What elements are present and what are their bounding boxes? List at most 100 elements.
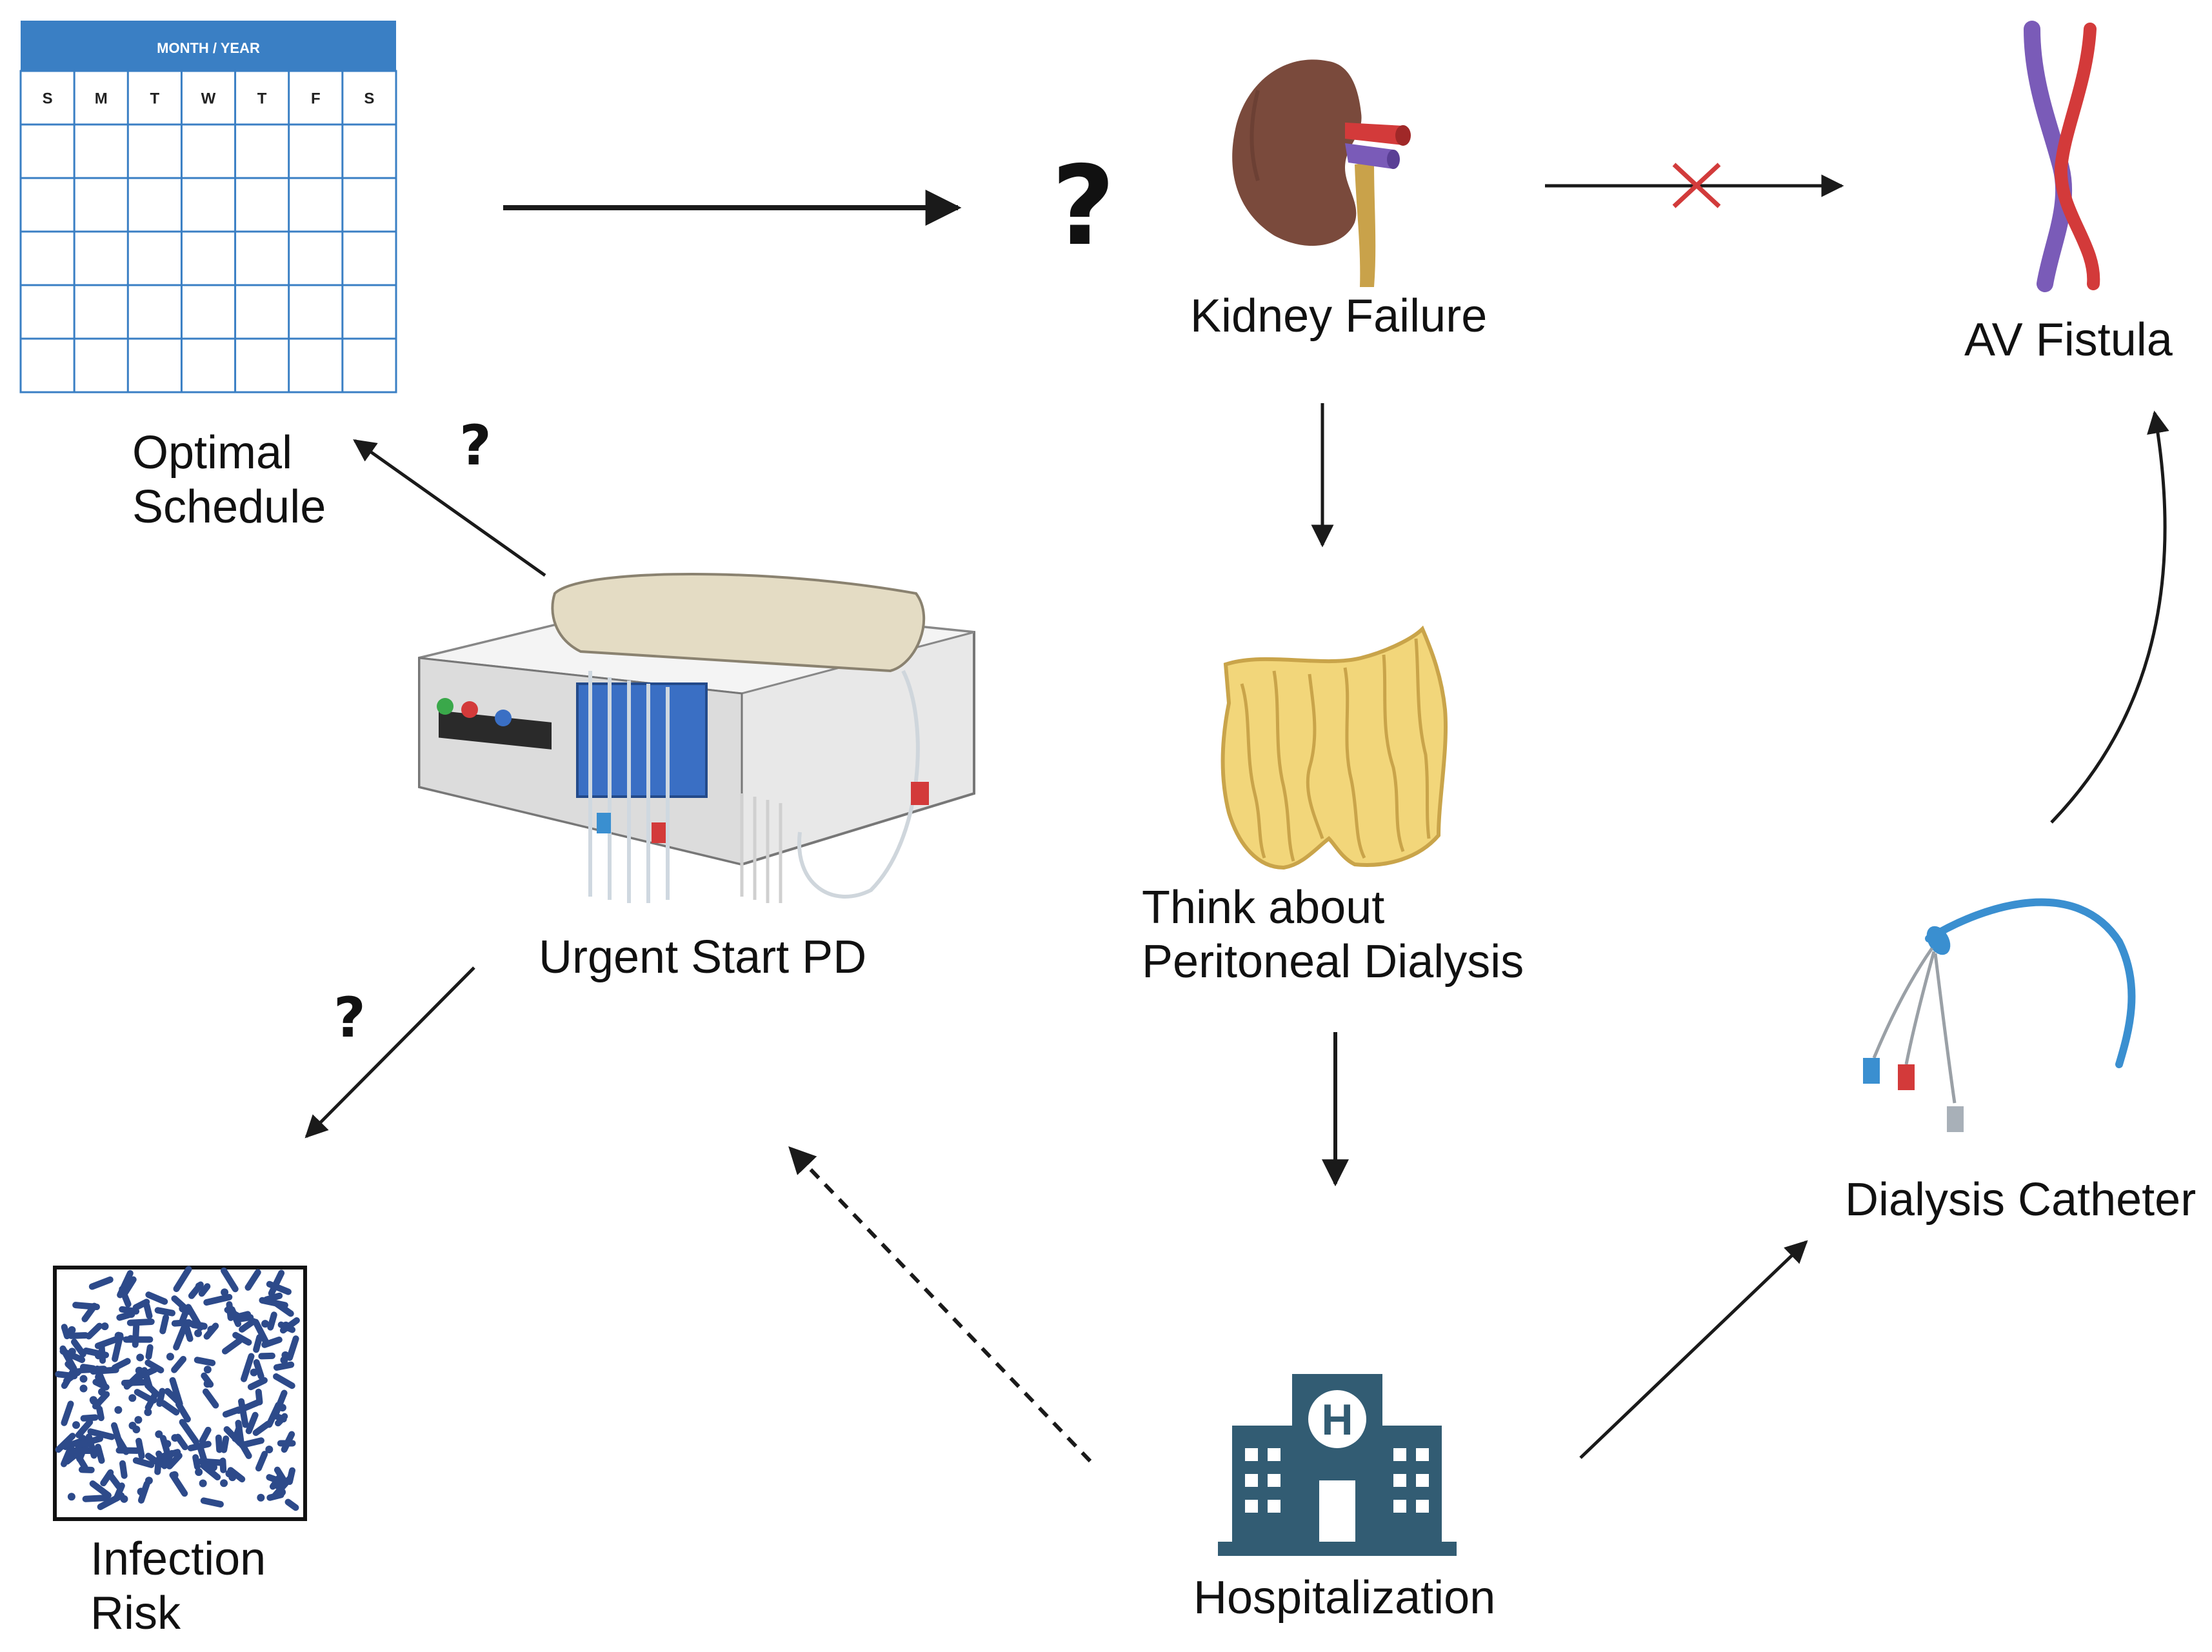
bacterium <box>132 1299 150 1311</box>
bacterium <box>79 1384 88 1393</box>
bacterium <box>171 1434 179 1442</box>
bacterium <box>221 1337 243 1355</box>
bacterium <box>160 1400 180 1416</box>
bacterium <box>160 1449 181 1460</box>
bacterium <box>253 1334 263 1353</box>
bacterium <box>201 1372 214 1388</box>
question-mark-main: ? <box>1051 143 1115 270</box>
bacterium <box>192 1454 201 1470</box>
bacterium <box>252 1420 272 1437</box>
bacterium <box>235 1314 254 1323</box>
bacterium <box>100 1469 114 1487</box>
bacterium <box>134 1416 143 1424</box>
calendar-day-label: T <box>150 90 160 108</box>
bacterium <box>281 1431 295 1453</box>
bacterium <box>143 1302 153 1319</box>
calendar-header-bar <box>21 21 396 71</box>
bacterium <box>245 1411 259 1435</box>
bacterium <box>61 1400 74 1426</box>
bacterium <box>183 1321 194 1342</box>
bacterium <box>159 1314 170 1335</box>
calendar-day-label: S <box>364 90 374 108</box>
bacterium <box>215 1434 223 1453</box>
calendar-day-label: W <box>201 90 216 108</box>
kidney-icon <box>1232 59 1411 287</box>
bacterium <box>232 1331 252 1346</box>
bacterium <box>221 1288 229 1297</box>
bacterium <box>94 1334 125 1349</box>
bacterium <box>188 1281 204 1299</box>
bacterium <box>123 1336 154 1343</box>
calendar-header-text: MONTH / YEAR <box>157 40 260 56</box>
bacterium <box>263 1292 283 1303</box>
bacterium <box>273 1300 294 1317</box>
bacterium <box>79 1375 88 1383</box>
bacterium <box>110 1422 125 1452</box>
label-hospitalization: Hospitalization <box>1193 1572 1496 1624</box>
bacterium <box>226 1301 234 1321</box>
bacterium <box>80 1414 99 1422</box>
bacterium <box>261 1320 270 1328</box>
bacterium <box>68 1332 89 1339</box>
bacterium <box>221 1435 230 1453</box>
bacterium <box>275 1413 288 1427</box>
bacterium <box>227 1467 246 1483</box>
bacterium <box>67 1493 75 1501</box>
arrow-urgent-pd-to-schedule <box>353 439 546 577</box>
bacterium <box>203 1322 219 1340</box>
bacterium <box>136 1353 144 1362</box>
label-av-fistula: AV Fistula <box>1964 314 2173 366</box>
bacterium <box>119 1286 132 1308</box>
bacterium <box>203 1366 212 1374</box>
bacterium <box>92 1391 110 1409</box>
bacterium <box>194 1329 203 1337</box>
bacterium <box>195 1468 203 1477</box>
bacterium <box>145 1344 154 1360</box>
bacterium <box>94 1444 105 1464</box>
bacterium <box>144 1453 160 1466</box>
bacterium <box>97 1492 125 1510</box>
bacterium <box>132 1322 140 1348</box>
label-think-about-pd: Think about Peritoneal Dialysis <box>1142 882 1524 988</box>
bacterium <box>85 1433 97 1459</box>
arrow-urgent-pd-to-infection <box>304 966 475 1139</box>
label-optimal-schedule: Optimal Schedule <box>132 427 326 533</box>
bacterium <box>74 1453 88 1471</box>
bacterium <box>101 1322 109 1331</box>
bacterium <box>144 1477 153 1485</box>
bacterium <box>272 1475 294 1499</box>
bacterium <box>239 1318 257 1333</box>
calendar-grid <box>21 71 396 392</box>
bacterium <box>203 1460 215 1475</box>
bacterium <box>68 1326 76 1334</box>
bacterium <box>203 1293 233 1306</box>
bacterium <box>198 1283 211 1297</box>
arrow-catheter-to-fistula <box>2050 410 2169 824</box>
pd-cycler-machine-icon <box>418 573 975 903</box>
bacterium <box>255 1451 268 1472</box>
calendar-day-label: F <box>311 90 321 108</box>
bacterium <box>111 1358 131 1371</box>
arrow-hospital-to-urgent-pd-dashed <box>788 1146 1092 1463</box>
bacterium <box>75 1418 94 1438</box>
bacteria-infection-icon <box>53 1266 307 1521</box>
dialysis-catheter-icon <box>1863 898 2136 1132</box>
bacterium <box>63 1368 83 1384</box>
bacterium <box>90 1397 98 1405</box>
bacterium <box>81 1302 98 1322</box>
label-infection-risk: Infection Risk <box>90 1533 266 1639</box>
bacterium <box>221 1267 239 1293</box>
label-urgent-start-pd: Urgent Start PD <box>539 931 867 983</box>
bacterium <box>273 1361 295 1371</box>
calendar-day-label: T <box>257 90 267 108</box>
bacterium <box>137 1488 145 1496</box>
question-mark-infection: ? <box>334 986 366 1050</box>
bacterium <box>241 1353 255 1382</box>
bacterium <box>286 1335 299 1361</box>
bacterium <box>223 1426 244 1447</box>
bacterium <box>132 1426 141 1434</box>
bacterium <box>154 1307 175 1317</box>
bacterium <box>179 1306 190 1324</box>
bacterium <box>114 1406 123 1414</box>
